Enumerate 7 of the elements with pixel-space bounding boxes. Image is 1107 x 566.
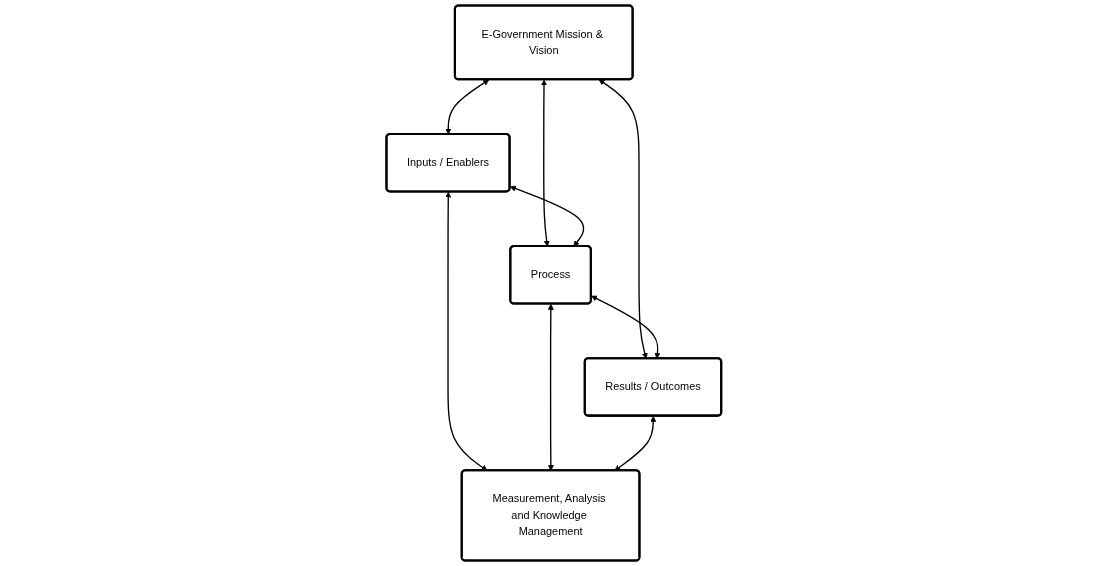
arrow: [444, 191, 487, 471]
arrow: [540, 79, 550, 247]
arrow: [547, 303, 554, 471]
arrow: [509, 185, 584, 247]
arrow: [590, 295, 661, 359]
arrow: [598, 79, 648, 359]
arrow: [614, 415, 656, 471]
